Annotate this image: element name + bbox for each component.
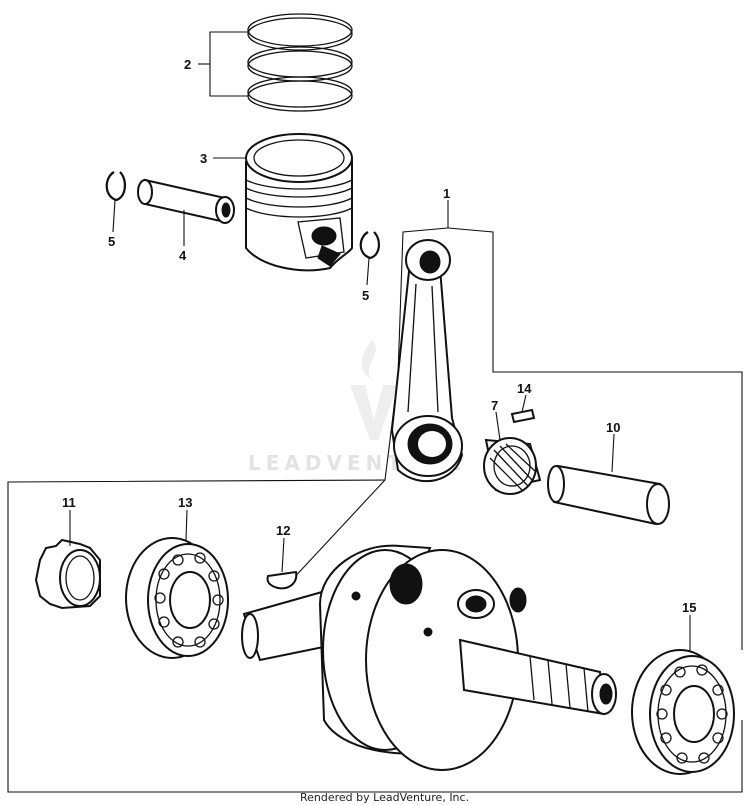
part-label-3: 3: [200, 151, 207, 166]
crankshaft: [241, 544, 617, 771]
connecting-rod: [390, 239, 464, 483]
pin: [510, 408, 536, 424]
watermark-logo-icon: [350, 385, 398, 440]
part-label-14: 14: [517, 381, 532, 396]
part-labels: 2 3 4 5 5 1 7 14 10 11 13 12 15: [62, 57, 696, 615]
part-label-4: 4: [179, 248, 187, 263]
part-label-2: 2: [184, 57, 191, 72]
cam-sprocket: [34, 538, 101, 610]
ball-bearing-left: [125, 537, 229, 659]
leader-lines: [69, 157, 691, 652]
part-label-11: 11: [62, 495, 76, 510]
part-label-13: 13: [178, 495, 192, 510]
piston-rings: [247, 13, 353, 112]
part-label-15: 15: [682, 600, 696, 615]
crank-pin: [547, 464, 670, 526]
part-label-5-left: 5: [108, 234, 115, 249]
woodruff-key: [266, 570, 298, 590]
piston: [245, 133, 353, 272]
ball-bearing-right: [631, 649, 735, 775]
piston-pin-clip-left: [105, 171, 126, 202]
part-label-1: 1: [443, 186, 450, 201]
part-label-12: 12: [276, 523, 290, 538]
footer-credit: Rendered by LeadVenture, Inc.: [300, 791, 469, 804]
piston-pin-clip-right: [359, 231, 380, 260]
part-label-10: 10: [606, 420, 620, 435]
part-label-5-right: 5: [362, 288, 369, 303]
part-label-7: 7: [491, 398, 498, 413]
piston-pin: [137, 178, 235, 224]
needle-bearing: [483, 437, 542, 495]
